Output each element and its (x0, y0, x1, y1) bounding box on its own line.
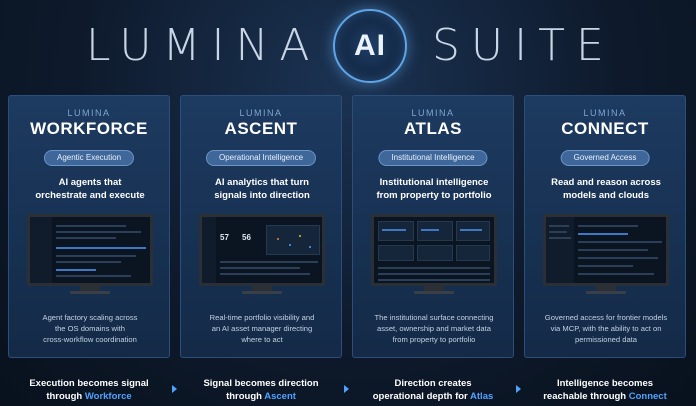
flow-accent: Atlas (470, 391, 494, 402)
flow-prefix: through (226, 391, 265, 402)
category-pill: Institutional Intelligence (378, 150, 488, 166)
headline-line: signals into direction (214, 190, 310, 201)
desc-line: an AI asset manager directing (211, 324, 313, 333)
headline-line: models and clouds (562, 190, 650, 201)
flow-accent: Ascent (264, 391, 296, 402)
card-title: CONNECT (561, 119, 649, 138)
flow-line: through Workforce (8, 390, 170, 403)
flow-line: through Ascent (180, 390, 342, 403)
ai-badge-text: AI (354, 29, 386, 62)
flow-line: Intelligence becomes (556, 378, 654, 389)
headline-line: from property to portfolio (376, 190, 492, 201)
header: LUMINA AI SUITE (0, 0, 696, 90)
flow-line: Execution becomes signal (29, 378, 149, 389)
desc-line: from property to portfolio (392, 335, 476, 344)
flow-line: operational depth for Atlas (352, 390, 514, 403)
headline-line: Read and reason across (551, 177, 661, 188)
monitor-dashboard-icon (543, 214, 669, 294)
card-brand-label: LUMINA (239, 108, 283, 118)
monitor-screen (371, 214, 497, 286)
card-brand-label: LUMINA (411, 108, 455, 118)
monitor-screen: 57 56 (199, 214, 325, 286)
card-title: ATLAS (404, 119, 462, 138)
card-description: Agent factory scaling across the OS doma… (15, 312, 165, 345)
card-title: WORKFORCE (30, 119, 148, 138)
chevron-right-icon (172, 385, 177, 393)
card-headline: AI agents that orchestrate and execute (17, 176, 163, 202)
desc-line: cross-workflow coordination (43, 335, 137, 344)
screen-metric: 56 (242, 233, 251, 242)
desc-line: the OS domains with (54, 324, 126, 333)
headline-line: Institutional intelligence (379, 177, 489, 188)
card-brand-label: LUMINA (583, 108, 627, 118)
brand-word-lumina: LUMINA (86, 20, 321, 71)
card-workforce: LUMINA WORKFORCE Agentic Execution AI ag… (8, 95, 170, 358)
desc-line: permissioned data (574, 335, 638, 344)
flow-line: Direction creates (394, 378, 472, 389)
category-pill: Operational Intelligence (205, 150, 317, 166)
monitor-dashboard-icon: 57 56 (199, 214, 325, 294)
card-description: Real-time portfolio visibility and an AI… (187, 312, 337, 345)
headline-line: AI analytics that turn (215, 177, 309, 188)
flow-step-atlas: Direction creates operational depth for … (352, 377, 514, 403)
chevron-right-icon (516, 385, 521, 393)
card-headline: Institutional intelligence from property… (361, 176, 507, 202)
chevron-right-icon (344, 385, 349, 393)
card-title: ASCENT (224, 119, 298, 138)
desc-line: where to act (241, 335, 283, 344)
desc-line: asset, ownership and market data (377, 324, 491, 333)
screen-metric: 57 (220, 233, 229, 242)
desc-line: Governed access for frontier models (544, 313, 668, 322)
monitor-dashboard-icon (371, 214, 497, 294)
flow-prefix: operational depth for (372, 391, 471, 402)
desc-line: Agent factory scaling across (42, 313, 138, 322)
monitor-dashboard-icon (27, 214, 153, 294)
flow-line: reachable through Connect (524, 390, 686, 403)
headline-line: orchestrate and execute (35, 190, 145, 201)
monitor-screen (27, 214, 153, 286)
flow-prefix: through (46, 391, 85, 402)
category-pill: Governed Access (560, 150, 650, 166)
category-pill: Agentic Execution (43, 150, 135, 166)
desc-line: Real-time portfolio visibility and (209, 313, 315, 322)
flow-accent: Connect (628, 391, 667, 402)
card-atlas: LUMINA ATLAS Institutional Intelligence … (352, 95, 514, 358)
card-connect: LUMINA CONNECT Governed Access Read and … (524, 95, 686, 358)
monitor-screen (543, 214, 669, 286)
flow-prefix: reachable through (543, 391, 629, 402)
flow-step-workforce: Execution becomes signal through Workfor… (8, 377, 170, 403)
flow-step-ascent: Signal becomes direction through Ascent (180, 377, 342, 403)
card-ascent: LUMINA ASCENT Operational Intelligence A… (180, 95, 342, 358)
card-description: Governed access for frontier models via … (531, 312, 681, 345)
headline-line: AI agents that (58, 177, 122, 188)
flow-accent: Workforce (84, 391, 132, 402)
brand-word-suite: SUITE (432, 20, 615, 71)
flow-step-connect: Intelligence becomes reachable through C… (524, 377, 686, 403)
card-headline: Read and reason across models and clouds (533, 176, 679, 202)
desc-line: via MCP, with the ability to act on (550, 324, 662, 333)
flow-line: Signal becomes direction (203, 378, 319, 389)
desc-line: The institutional surface connecting (374, 313, 494, 322)
ai-badge-logo: AI (333, 9, 407, 83)
card-description: The institutional surface connecting ass… (359, 312, 509, 345)
card-brand-label: LUMINA (67, 108, 111, 118)
card-headline: AI analytics that turn signals into dire… (189, 176, 335, 202)
